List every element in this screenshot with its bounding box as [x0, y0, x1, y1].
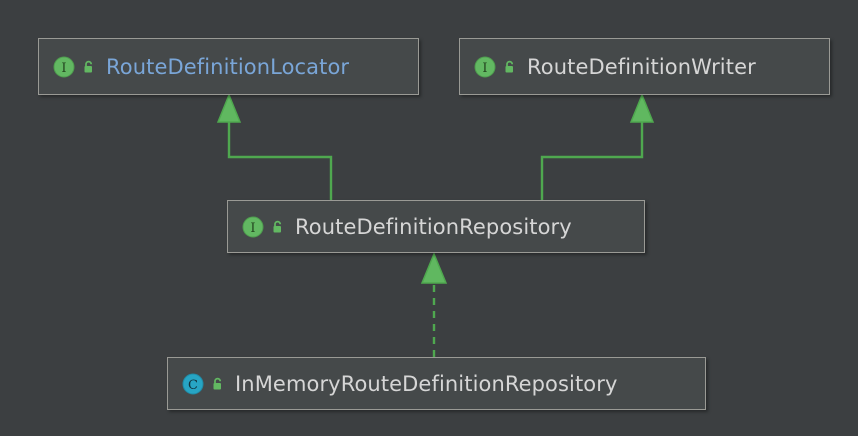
public-lock-icon [84, 60, 93, 72]
class-icon: C [182, 373, 204, 394]
node-label: RouteDefinitionLocator [106, 54, 350, 79]
node-label: RouteDefinitionWriter [527, 54, 756, 79]
svg-text:I: I [250, 221, 255, 236]
node-label: InMemoryRouteDefinitionRepository [235, 371, 618, 396]
svg-text:I: I [61, 61, 66, 76]
svg-text:C: C [188, 378, 198, 393]
node-label: RouteDefinitionRepository [295, 214, 572, 239]
svg-text:I: I [482, 61, 487, 76]
node-in-memory-route-definition-repository[interactable]: C InMemoryRouteDefinitionRepository [167, 357, 706, 410]
interface-icon: I [53, 56, 75, 77]
public-lock-icon [273, 220, 282, 232]
interface-icon: I [474, 56, 496, 77]
public-lock-icon [505, 60, 514, 72]
node-route-definition-writer[interactable]: I RouteDefinitionWriter [459, 38, 830, 95]
interface-icon: I [242, 216, 264, 237]
edge-repository-extends-writer [540, 93, 655, 200]
public-lock-icon [213, 377, 222, 389]
node-route-definition-repository[interactable]: I RouteDefinitionRepository [227, 200, 645, 253]
edge-repository-extends-locator [216, 93, 333, 200]
edge-inmemory-implements-repository [420, 252, 448, 357]
node-route-definition-locator[interactable]: I RouteDefinitionLocator [38, 38, 419, 95]
